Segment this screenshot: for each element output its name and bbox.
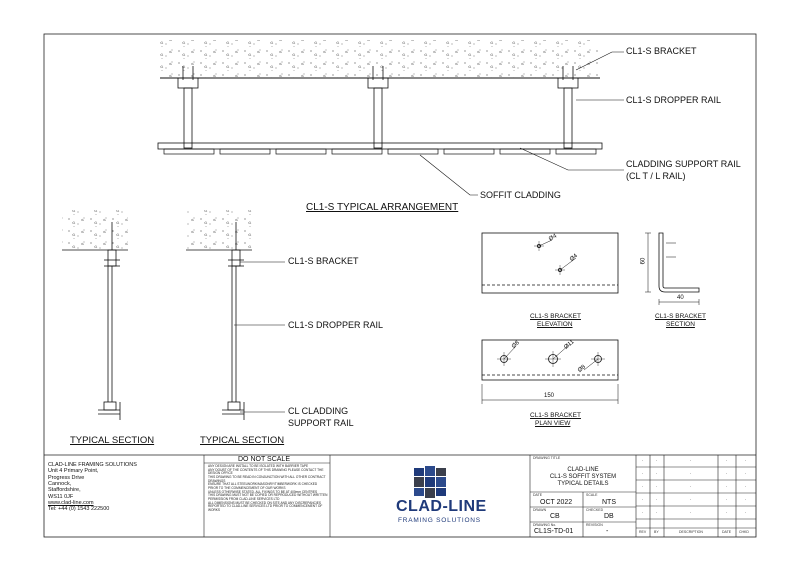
top-bracket-label: CL1-S BRACKET	[626, 46, 697, 56]
rev-cell: -	[745, 471, 747, 475]
note-item: ANY DESIGN ARE INSTALL TO BE ISOLATED WI…	[208, 464, 309, 468]
rev-cell: -	[642, 484, 644, 488]
note-item: ENSURE THAT ALL STEELWORK/MASONRY/TIMBER…	[208, 482, 318, 491]
rev-cell: -	[656, 497, 658, 501]
drawing-title-line: CL1-S SOFFIT SYSTEM	[549, 473, 617, 480]
rev-col-header: DESCRIPTION	[679, 530, 703, 534]
rev-cell: -	[656, 458, 658, 462]
telephone: Tel: +44 (0) 1543 222500	[48, 506, 110, 513]
rev-cell: -	[726, 458, 728, 462]
company-name: CLAD-LINE FRAMING SOLUTIONS	[48, 462, 137, 468]
note-item: THIS DRAWING TO BE READ IN CONJUNCTION W…	[208, 475, 326, 483]
bracket-plan	[481, 339, 619, 404]
rev-cell: -	[726, 471, 728, 475]
revision-value: -	[606, 528, 609, 535]
section-title-2: SECTION	[666, 321, 695, 328]
top-support-label-1: CLADDING SUPPORT RAIL	[626, 159, 741, 169]
checked-header: CHECKED	[586, 508, 604, 512]
typical-section-2	[186, 210, 285, 420]
date-header: DATE	[533, 493, 543, 497]
address-line: Progress Drive	[48, 474, 85, 481]
date-value: OCT 2022	[540, 499, 573, 506]
do-not-scale-heading: DO NOT SCALE	[238, 456, 290, 463]
address-line: WS11 0JF	[48, 493, 74, 500]
rev-cell: -	[745, 510, 747, 514]
note-item: ANY DOUBT OF THE CONTENTS OF THIS DRAWIN…	[208, 467, 324, 476]
typical-section-title-2: TYPICAL SECTION	[200, 435, 285, 446]
section-bracket-label: CL1-S BRACKET	[288, 256, 359, 266]
bracket-elevation	[481, 232, 619, 294]
rev-cell: -	[726, 510, 728, 514]
logo-subtext: FRAMING SOLUTIONS	[398, 517, 481, 524]
address-line: Staffordshire,	[48, 487, 81, 494]
rev-cell: -	[745, 458, 747, 462]
drawing-no-value: CL1S-TD-01	[534, 528, 574, 535]
rev-cell: -	[745, 497, 747, 501]
elevation-title-1: CL1-S BRACKET	[530, 313, 581, 320]
typical-section-1	[62, 210, 128, 420]
top-support-label-2: (CL T / L RAIL)	[626, 171, 686, 181]
rev-col-header: REV	[639, 530, 647, 534]
rev-cell: -	[642, 510, 644, 514]
drawn-value: CB	[550, 513, 560, 520]
inner-border	[43, 33, 757, 538]
typical-section-title-1: TYPICAL SECTION	[70, 435, 155, 446]
rev-col-header: BY	[654, 530, 659, 534]
rev-cell: -	[690, 471, 692, 475]
clad-line-logo	[414, 466, 446, 498]
rev-cell: -	[690, 458, 692, 462]
bracket-section	[645, 232, 700, 305]
checked-value: DB	[604, 513, 614, 520]
revision-header: REVISION	[586, 523, 603, 527]
plan-title-1: CL1-S BRACKET	[530, 412, 581, 419]
elevation-title-2: ELEVATION	[537, 321, 573, 328]
rev-cell: -	[642, 497, 644, 501]
plan-title-2: PLAN VIEW	[535, 420, 571, 427]
drawing-title-line: CLAD-LINE	[567, 467, 599, 473]
notes-list: ANY DESIGN ARE INSTALL TO BE ISOLATED WI…	[208, 464, 328, 513]
rev-cell: -	[656, 484, 658, 488]
scale-value: NTS	[602, 499, 616, 506]
rev-cell: -	[726, 484, 728, 488]
scale-header: SCALE	[586, 493, 598, 497]
drawing-title-line: TYPICAL DETAILS	[557, 480, 609, 487]
rev-cell: -	[656, 471, 658, 475]
rev-cell: -	[656, 510, 658, 514]
sec-dim-height: 60	[640, 257, 647, 265]
rev-cell: -	[726, 497, 728, 501]
note-item: UNLESS OTHERWISE STATED, ALL FIXINGS TO …	[208, 489, 318, 494]
address-line: Unit 4 Primary Point,	[48, 468, 99, 475]
rev-cell: -	[690, 510, 692, 514]
rev-cell: -	[642, 471, 644, 475]
rev-cell: -	[690, 484, 692, 488]
drawing-title: CLAD-LINE CL1-S SOFFIT SYSTEM TYPICAL DE…	[530, 467, 636, 488]
drawn-header: DRAWN	[533, 508, 547, 512]
section-title-1: CL1-S BRACKET	[655, 313, 706, 320]
rev-cell: -	[690, 497, 692, 501]
section-dropper-label: CL1-S DROPPER RAIL	[288, 320, 384, 330]
top-dropper-label: CL1-S DROPPER RAIL	[626, 95, 722, 105]
logo-text: CLAD-LINE	[396, 498, 487, 515]
address-line: Cannock,	[48, 480, 72, 487]
website-link[interactable]: www.clad-line.com	[48, 499, 94, 506]
rev-cell: -	[745, 484, 747, 488]
typical-arrangement-drawing	[157, 40, 624, 196]
section-support-label-1: CL CLADDING	[288, 406, 349, 416]
arrangement-title: CL1-S TYPICAL ARRANGEMENT	[306, 202, 459, 213]
rev-col-header: CHKD	[739, 530, 749, 534]
company-address: CLAD-LINE FRAMING SOLUTIONS Unit 4 Prima…	[48, 462, 137, 513]
title-block-grid	[203, 455, 756, 537]
drawing-no-header: DRAWING No.	[533, 523, 557, 527]
sec-dim-width: 40	[677, 295, 684, 301]
section-support-label-2: SUPPORT RAIL	[288, 418, 354, 428]
drawing-title-header: DRAWING TITLE	[533, 456, 561, 460]
plan-dim-length: 150	[544, 393, 555, 399]
soffit-cladding-label: SOFFIT CLADDING	[480, 190, 561, 200]
note-item: THIS DRAWING MUST NOT BE COPIED OR REPRO…	[208, 493, 328, 502]
rev-col-header: DATE	[722, 530, 732, 534]
rev-cell: -	[642, 458, 644, 462]
note-item: ALL DIMENSIONS MUST BE CHECKED ON SITE A…	[208, 500, 323, 513]
